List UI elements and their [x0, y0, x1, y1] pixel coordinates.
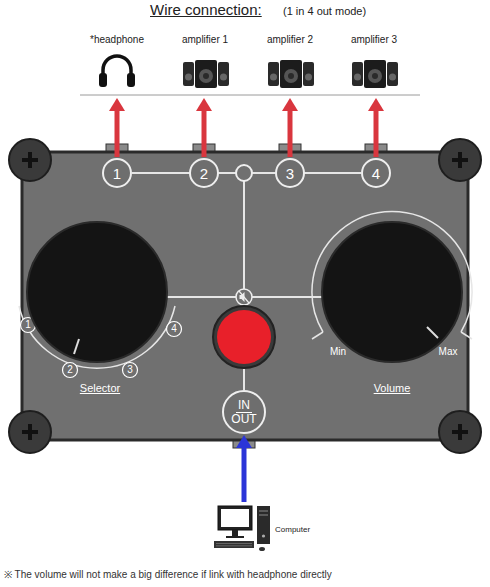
- control-name: Volume: [374, 382, 411, 395]
- signal-arrow: [202, 110, 207, 157]
- scale-end: Min: [330, 346, 346, 358]
- mute-symbol: [236, 289, 252, 305]
- node-label: amplifier 3: [349, 34, 399, 45]
- node-label: Computer: [272, 525, 310, 534]
- headphone-icon: [99, 56, 135, 87]
- position-number: 4: [171, 323, 177, 335]
- position-number: 3: [127, 364, 133, 376]
- output-port: 1: [102, 158, 132, 188]
- node-label: IN: [236, 399, 252, 413]
- node-label: OUT: [229, 413, 258, 426]
- knob-pointer: [74, 339, 79, 354]
- output-port: 4: [361, 158, 391, 188]
- node-label: 4: [372, 166, 380, 181]
- output-device: amplifier 2: [265, 34, 315, 97]
- scale-end: Max: [439, 346, 458, 358]
- mode-note: (1 in 4 out mode): [283, 5, 366, 18]
- node-label: 2: [200, 166, 208, 181]
- control-name: Selector: [80, 382, 120, 395]
- position-number: 2: [67, 364, 73, 376]
- node-label: amplifier 1: [180, 34, 230, 45]
- signal-arrow: [374, 110, 379, 157]
- output-port: 2: [189, 158, 219, 188]
- mute-button: [217, 310, 271, 364]
- diagram-title: Wire connection:: [150, 1, 262, 18]
- footnote: ※ The volume will not make a big differe…: [4, 569, 332, 581]
- speaker-set-icon: [183, 60, 398, 88]
- output-port: 3: [275, 158, 305, 188]
- node-label: 1: [113, 166, 121, 181]
- node-label: amplifier 2: [265, 34, 315, 45]
- junction-circle: [236, 165, 252, 181]
- signal-arrow: [288, 110, 293, 157]
- corner-screw: [9, 139, 481, 453]
- switch-housing: [22, 152, 468, 440]
- input-arrow: [242, 447, 247, 502]
- output-device: amplifier 3: [349, 34, 399, 97]
- source-device: Computer: [214, 503, 310, 555]
- divider-line: [80, 95, 420, 96]
- knob-pointer: [427, 327, 438, 338]
- mute-button-ring: [213, 306, 275, 368]
- node-label: *headphone: [88, 34, 146, 45]
- input-port: INOUT: [222, 390, 266, 434]
- node-label: 3: [286, 166, 294, 181]
- selector-knob: [27, 222, 167, 362]
- output-device: amplifier 1: [180, 34, 230, 97]
- volume-knob: [322, 222, 462, 362]
- signal-arrow: [115, 110, 120, 157]
- computer-icon: [214, 506, 270, 551]
- output-device: *headphone: [88, 34, 146, 97]
- position-number: 1: [25, 319, 31, 331]
